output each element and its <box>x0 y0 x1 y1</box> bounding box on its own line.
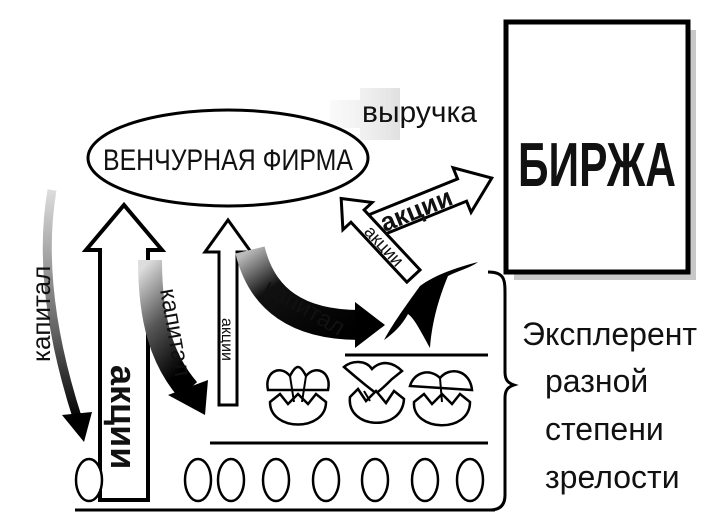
revenue-label: выручка <box>362 96 477 129</box>
explerent-line-2: разной <box>545 363 648 399</box>
hatching-chick-2-icon <box>342 360 406 424</box>
shares-big-arrow: акции <box>81 201 167 502</box>
egg-icon <box>261 457 291 503</box>
revenue-arrow: выручка <box>330 88 477 140</box>
brace <box>487 270 519 512</box>
shares-small-label: акции <box>218 318 235 361</box>
egg-icon <box>410 457 440 503</box>
egg-icon <box>455 457 485 503</box>
explerent-label: Эксплерент разной степени зрелости <box>522 316 706 495</box>
explerent-line-4: зрелости <box>545 459 680 495</box>
capital-mid-arrow: капитал <box>138 259 208 415</box>
eggs-row <box>74 457 485 503</box>
capital-outer-label: капитал <box>26 266 56 362</box>
explerent-line-3: степени <box>545 411 664 447</box>
capital-black-arrow: капитал <box>235 245 385 348</box>
capital-outer-arrow: капитал <box>26 189 92 442</box>
egg-icon <box>183 457 213 503</box>
shares-to-exchange-label: акции <box>376 182 457 238</box>
exchange-label: БИРЖА <box>518 131 676 200</box>
egg-icon <box>311 457 341 503</box>
hatching-chick-3-icon <box>408 370 474 427</box>
shares-small-arrow: акции <box>202 217 254 407</box>
egg-icon <box>74 457 104 503</box>
venture-firm-node: ВЕНЧУРНАЯ ФИРМА <box>86 108 370 208</box>
egg-icon <box>216 457 246 503</box>
shares-to-exchange-arrow: акции <box>367 165 495 239</box>
egg-icon <box>360 457 390 503</box>
exchange-box: БИРЖА <box>503 19 696 280</box>
swallow-icon <box>384 262 478 348</box>
venture-firm-label: ВЕНЧУРНАЯ ФИРМА <box>103 144 353 177</box>
explerent-line-1: Эксплерент <box>522 316 697 352</box>
hatching-chick-1-icon <box>266 365 330 426</box>
shares-big-label: акции <box>103 365 144 469</box>
